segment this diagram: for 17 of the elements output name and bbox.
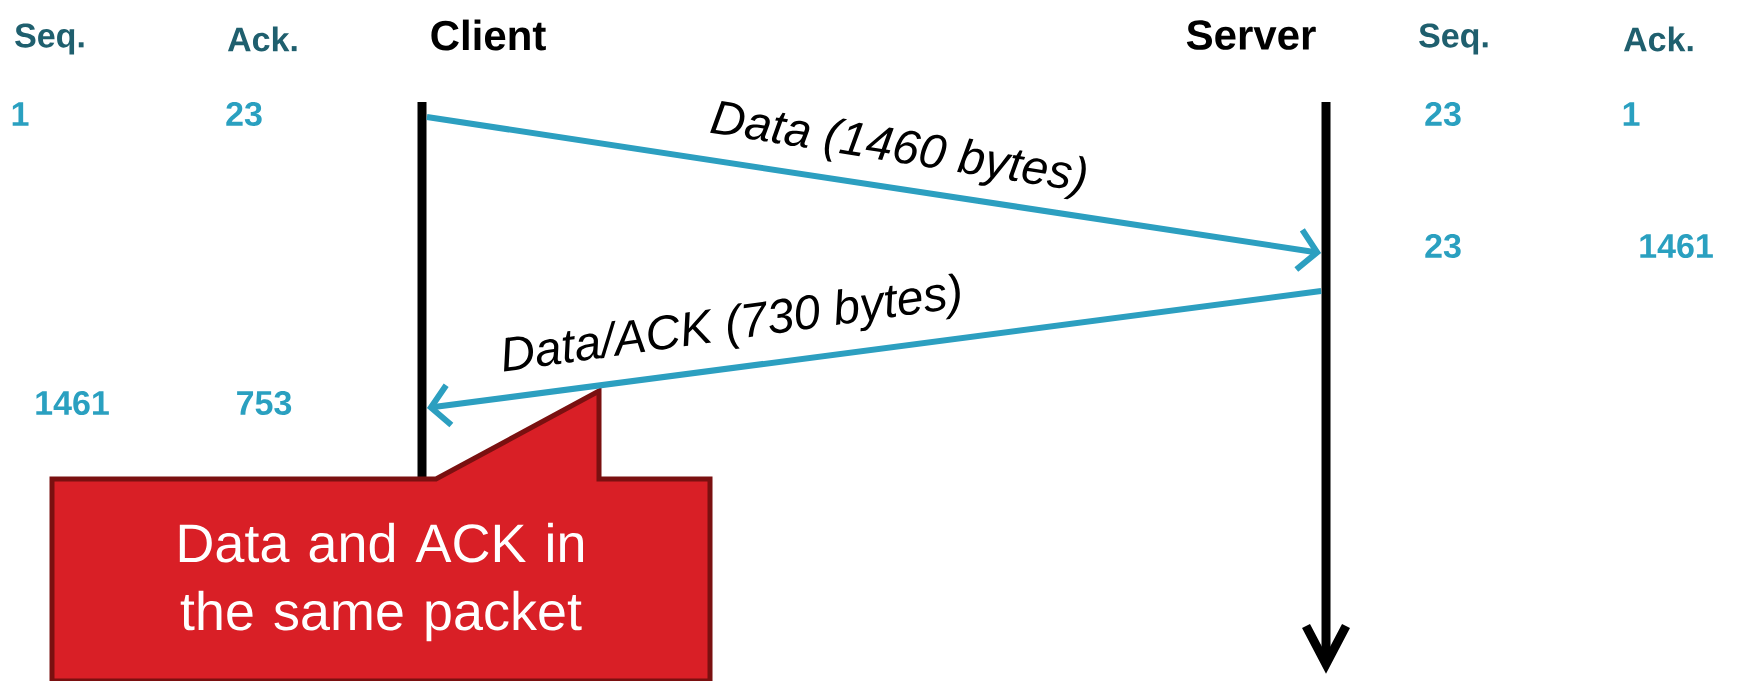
column-header: Ack. [227, 26, 297, 52]
participant-label: Client [431, 19, 546, 51]
sequence-number: 1 [12, 102, 29, 126]
sequence-number: 23 [1425, 101, 1461, 127]
sequence-number: 1461 [1640, 233, 1713, 259]
edge-label: Data (1460 bytes) [710, 101, 1086, 200]
edge-label: Data/ACK (730 bytes) [504, 273, 960, 372]
arrow [426, 288, 1322, 428]
sequence-number: 753 [237, 390, 292, 416]
arrow [426, 114, 1322, 272]
participant-label: Server [1186, 20, 1316, 50]
sequence-number: 23 [226, 101, 262, 127]
column-header: Ack. [1623, 26, 1693, 52]
column-header: Seq. [15, 23, 84, 55]
column-header: Seq. [1419, 23, 1488, 55]
sequence-number: 23 [1425, 233, 1461, 259]
sequence-number: 1 [1623, 102, 1640, 126]
